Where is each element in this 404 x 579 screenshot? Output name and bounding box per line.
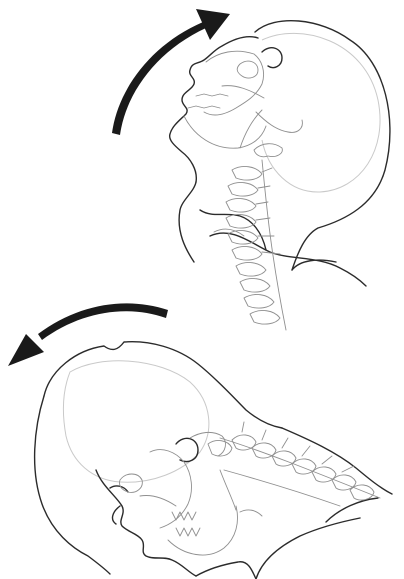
extension-skull-base bbox=[256, 112, 302, 132]
extension-spinal-cord bbox=[262, 160, 286, 330]
extension-vertebra-t2 bbox=[240, 279, 270, 293]
flexion-hyoid bbox=[240, 510, 262, 516]
extension-chin-neck bbox=[179, 182, 196, 262]
extension-skull bbox=[184, 51, 302, 157]
extension-vertebra-c3 bbox=[228, 183, 270, 197]
flexion-hair-back bbox=[35, 396, 110, 574]
extension-shoulder-back bbox=[292, 260, 336, 270]
extension-spine bbox=[214, 160, 286, 330]
flexion-teeth-upper bbox=[172, 512, 196, 520]
flexion-cranium bbox=[63, 361, 209, 482]
extension-ear bbox=[262, 48, 282, 68]
extension-cranium bbox=[262, 33, 380, 192]
flexion-mandible-ramus bbox=[220, 470, 236, 510]
flexion-ear bbox=[176, 438, 198, 461]
extension-vertebra-c4 bbox=[226, 199, 268, 213]
flexion-arrow-shaft bbox=[38, 303, 168, 340]
flexion-teeth-lower bbox=[176, 528, 200, 536]
extension-vertebra-c2 bbox=[232, 167, 272, 181]
flexion-cheekbone bbox=[140, 495, 176, 506]
flexion-atlas bbox=[208, 441, 232, 456]
flexion-nose bbox=[113, 506, 120, 524]
flexion-shoulder bbox=[326, 498, 378, 522]
extension-hair bbox=[255, 21, 390, 270]
flexion-neck-front bbox=[256, 518, 360, 579]
extension-vertebra-t3 bbox=[244, 295, 274, 309]
extension-skull-face bbox=[204, 51, 264, 115]
extension-arrow-shaft bbox=[112, 22, 206, 135]
flexion-hair bbox=[44, 342, 282, 428]
flexion-head-outline bbox=[35, 342, 392, 579]
extension-shoulder bbox=[210, 233, 366, 286]
extension-eye-socket bbox=[237, 61, 258, 78]
flexion-panel bbox=[8, 303, 392, 579]
extension-head-outline bbox=[170, 21, 390, 286]
extension-vertebra-t1 bbox=[236, 263, 266, 277]
extension-mandible-ramus bbox=[240, 110, 262, 148]
extension-arrow bbox=[112, 9, 230, 135]
extension-teeth-lower bbox=[188, 106, 220, 108]
flexion-arrow-head bbox=[8, 334, 44, 366]
extension-atlas bbox=[254, 144, 282, 157]
extension-teeth-upper bbox=[196, 94, 228, 96]
extension-vertebra-t4 bbox=[250, 311, 280, 325]
flexion-neck-back bbox=[282, 428, 392, 494]
flexion-skull bbox=[119, 432, 237, 555]
flexion-eye-socket bbox=[119, 474, 142, 492]
flexion-arrow bbox=[8, 303, 168, 366]
extension-face-profile bbox=[170, 37, 258, 182]
flexion-vertebra-c6 bbox=[312, 456, 336, 482]
extension-panel bbox=[112, 9, 390, 330]
flexion-chin bbox=[196, 562, 256, 579]
flexion-vertebra-c7 bbox=[332, 466, 356, 490]
flexion-face-profile bbox=[96, 470, 196, 576]
flexion-mandible bbox=[168, 506, 238, 555]
extension-vertebra-c5 bbox=[226, 215, 270, 229]
extension-mandible bbox=[184, 116, 266, 148]
